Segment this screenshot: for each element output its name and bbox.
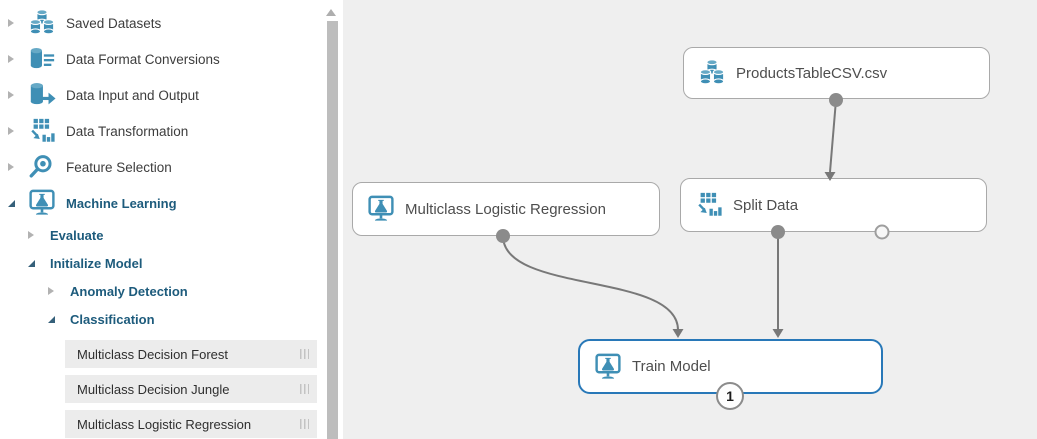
chevron-expanded-icon[interactable] bbox=[48, 315, 62, 323]
chevron-expanded-icon[interactable] bbox=[8, 199, 22, 207]
arrowhead-icon bbox=[772, 329, 784, 338]
chevron-collapsed-icon[interactable] bbox=[8, 91, 22, 99]
sidebar-item-saved-datasets[interactable]: Saved Datasets bbox=[0, 5, 343, 41]
scroll-up-arrow-icon[interactable] bbox=[326, 9, 336, 16]
data-transformation-icon bbox=[694, 190, 724, 220]
module-item-label: Multiclass Decision Forest bbox=[77, 346, 228, 362]
data-transformation-icon bbox=[27, 116, 57, 146]
chevron-collapsed-icon[interactable] bbox=[8, 163, 22, 171]
sidebar-item-initialize-model[interactable]: Initialize Model bbox=[0, 249, 343, 277]
sidebar-item-anomaly-detection[interactable]: Anomaly Detection bbox=[0, 277, 343, 305]
output-port-train-badge[interactable]: 1 bbox=[716, 382, 744, 410]
chevron-collapsed-icon[interactable] bbox=[8, 127, 22, 135]
sidebar-item-label: Machine Learning bbox=[66, 195, 177, 211]
connection-dataset-to-split[interactable] bbox=[829, 99, 837, 173]
module-item-multiclass-decision-jungle[interactable]: Multiclass Decision Jungle bbox=[65, 375, 317, 403]
sidebar-item-classification[interactable]: Classification bbox=[0, 305, 343, 333]
datasets-icon bbox=[27, 8, 57, 38]
experiment-canvas[interactable]: ProductsTableCSV.csv Multiclass Logistic… bbox=[343, 0, 1037, 439]
feature-selection-icon bbox=[27, 152, 57, 182]
sidebar-item-data-transformation[interactable]: Data Transformation bbox=[0, 113, 343, 149]
sidebar-item-label: Feature Selection bbox=[66, 159, 172, 175]
chevron-collapsed-icon[interactable] bbox=[28, 231, 42, 239]
machine-learning-icon bbox=[366, 194, 396, 224]
sidebar-item-data-format-conversions[interactable]: Data Format Conversions bbox=[0, 41, 343, 77]
node-label: Split Data bbox=[733, 196, 799, 214]
sidebar-item-label: Data Format Conversions bbox=[66, 51, 220, 67]
sidebar-item-evaluate[interactable]: Evaluate bbox=[0, 221, 343, 249]
node-split-data[interactable]: Split Data bbox=[680, 178, 987, 232]
sidebar-item-label: Data Input and Output bbox=[66, 87, 199, 103]
chevron-expanded-icon[interactable] bbox=[28, 259, 42, 267]
sidebar-item-label: Evaluate bbox=[50, 227, 104, 243]
module-item-multiclass-decision-forest[interactable]: Multiclass Decision Forest bbox=[65, 340, 317, 368]
node-products-table-csv[interactable]: ProductsTableCSV.csv bbox=[683, 47, 990, 99]
node-label: ProductsTableCSV.csv bbox=[736, 64, 888, 82]
drag-handle-icon[interactable] bbox=[300, 419, 309, 429]
drag-handle-icon[interactable] bbox=[300, 349, 309, 359]
machine-learning-icon bbox=[27, 188, 57, 218]
module-palette-sidebar: Saved Datasets Data Format Conversions D… bbox=[0, 0, 343, 439]
sidebar-item-label: Data Transformation bbox=[66, 123, 189, 139]
module-item-label: Multiclass Decision Jungle bbox=[77, 381, 230, 397]
node-label: Train Model bbox=[632, 358, 711, 375]
sidebar-item-label: Classification bbox=[70, 311, 155, 327]
arrowhead-icon bbox=[672, 329, 684, 338]
datasets-icon bbox=[697, 58, 727, 88]
machine-learning-icon bbox=[593, 352, 623, 382]
module-item-multiclass-logistic-regression[interactable]: Multiclass Logistic Regression bbox=[65, 410, 317, 438]
chevron-collapsed-icon[interactable] bbox=[8, 55, 22, 63]
sidebar-item-label: Initialize Model bbox=[50, 255, 143, 271]
node-multiclass-logistic-regression[interactable]: Multiclass Logistic Regression bbox=[352, 182, 660, 236]
sidebar-item-label: Saved Datasets bbox=[66, 15, 162, 31]
chevron-collapsed-icon[interactable] bbox=[48, 287, 62, 295]
sidebar-item-data-input-and-output[interactable]: Data Input and Output bbox=[0, 77, 343, 113]
sidebar-scrollbar[interactable] bbox=[322, 0, 342, 439]
sidebar-item-label: Anomaly Detection bbox=[70, 283, 188, 299]
drag-handle-icon[interactable] bbox=[300, 384, 309, 394]
sidebar-item-feature-selection[interactable]: Feature Selection bbox=[0, 149, 343, 185]
chevron-collapsed-icon[interactable] bbox=[8, 19, 22, 27]
data-format-conversions-icon bbox=[27, 44, 57, 74]
sidebar-item-machine-learning[interactable]: Machine Learning bbox=[0, 185, 343, 221]
connection-logistic-to-train[interactable] bbox=[502, 235, 679, 331]
data-input-output-icon bbox=[27, 80, 57, 110]
node-label: Multiclass Logistic Regression bbox=[405, 200, 606, 218]
module-item-label: Multiclass Logistic Regression bbox=[77, 416, 252, 432]
scrollbar-thumb[interactable] bbox=[327, 21, 338, 439]
